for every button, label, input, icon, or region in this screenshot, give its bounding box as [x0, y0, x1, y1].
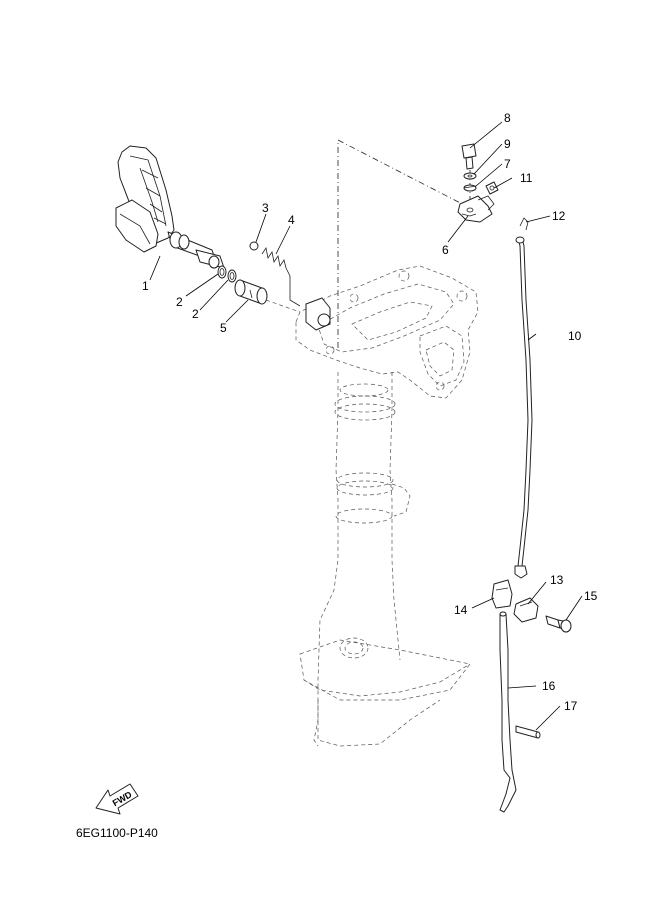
- part-3-ball: [249, 241, 259, 251]
- callout-1: 1: [142, 279, 149, 293]
- part-6-bracket: [457, 195, 495, 223]
- part-9-washer: [463, 172, 477, 180]
- part-7-spring-washer: [463, 184, 477, 192]
- part-8-bolt: [461, 143, 477, 170]
- callouts: 1 2 2 3 4 5 6 7 8 9 10 11 12 13 14 15 16…: [142, 111, 598, 713]
- callout-3: 3: [262, 201, 269, 215]
- part-15-bolt: [545, 615, 572, 633]
- callout-2b: 2: [192, 307, 199, 321]
- callout-5: 5: [220, 321, 227, 335]
- part-1-handle: [115, 145, 225, 269]
- part-13-bracket: [513, 597, 539, 623]
- callout-6: 6: [442, 243, 449, 257]
- diagram-code: 6EG1100-P140: [76, 826, 158, 840]
- callout-11: 11: [520, 171, 533, 185]
- callout-16: 16: [542, 679, 556, 693]
- part-10-rod: [514, 236, 533, 579]
- upper-casing: [295, 265, 479, 747]
- callout-4: 4: [288, 213, 295, 227]
- callout-15: 15: [584, 589, 598, 603]
- part-14-holder: [491, 579, 513, 609]
- callout-13: 13: [550, 573, 564, 587]
- part-16-rod: [499, 611, 517, 813]
- part-2-o-ring-b: [227, 269, 237, 283]
- callout-8: 8: [504, 111, 511, 125]
- callout-12: 12: [552, 209, 566, 223]
- part-4-spring: [261, 246, 301, 307]
- reference-line: [337, 139, 471, 348]
- part-11-nut: [485, 181, 499, 195]
- part-5-bushing: [234, 279, 268, 305]
- assembly-line: [265, 299, 301, 313]
- part-12-clip: [519, 217, 529, 231]
- callout-9: 9: [504, 137, 511, 151]
- callout-7: 7: [504, 157, 511, 171]
- leader-lines: [149, 121, 583, 731]
- callout-14: 14: [454, 603, 468, 617]
- part-17-pin: [515, 725, 541, 739]
- callout-17: 17: [564, 699, 578, 713]
- callout-2a: 2: [176, 295, 183, 309]
- fwd-arrow: FWD: [95, 783, 139, 815]
- callout-10: 10: [568, 329, 582, 343]
- part-2-o-ring-a: [217, 265, 227, 279]
